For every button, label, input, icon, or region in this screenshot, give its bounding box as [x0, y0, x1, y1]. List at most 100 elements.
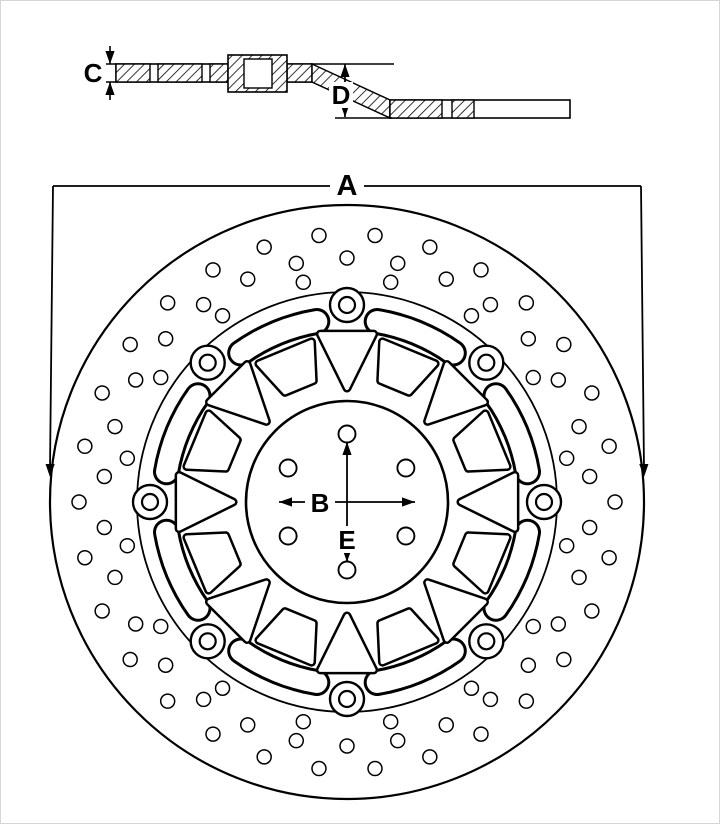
vent-hole: [389, 255, 406, 272]
carrier-slot-inner: [366, 640, 464, 693]
arrowhead: [402, 497, 415, 507]
vent-hole: [122, 336, 138, 353]
carrier-window-trapezoid-inner: [454, 533, 510, 593]
vent-hole: [214, 308, 231, 324]
vent-hole: [558, 537, 575, 554]
vent-hole: [96, 519, 113, 536]
vent-hole: [571, 569, 587, 586]
floating-bobbin-inner: [337, 295, 357, 315]
vent-hole: [240, 271, 256, 287]
vent-hole: [153, 369, 169, 386]
vent-hole: [107, 569, 123, 586]
vent-hole: [94, 385, 110, 401]
vent-hole: [581, 468, 598, 485]
vent-hole: [367, 760, 383, 777]
vent-hole: [288, 732, 305, 749]
vent-hole: [153, 618, 169, 635]
carrier-window-trapezoid-inner: [378, 609, 438, 665]
arrowhead: [105, 51, 115, 64]
vent-hole: [339, 250, 355, 266]
vent-hole: [422, 749, 438, 765]
vent-hole: [71, 494, 87, 510]
vent-hole: [463, 308, 480, 324]
floating-bobbin-inner: [477, 353, 496, 372]
vent-hole: [382, 713, 399, 730]
vent-hole: [607, 494, 623, 510]
arrowhead: [105, 82, 115, 95]
vent-hole: [195, 691, 212, 708]
vent-hole: [311, 760, 327, 777]
vent-hole: [389, 732, 406, 749]
vent-hole: [339, 738, 355, 754]
carrier-window-trapezoid-inner: [256, 609, 316, 665]
carrier-slot-inner: [156, 385, 209, 483]
vent-hole: [367, 227, 383, 244]
mounting-hole: [337, 424, 357, 444]
carrier-window-trapezoid-inner: [184, 533, 240, 593]
vent-hole: [571, 418, 587, 435]
vent-hole: [558, 450, 575, 467]
carrier-slot-inner: [366, 311, 464, 364]
carrier-window-triangle-inner: [207, 362, 269, 424]
vent-hole: [77, 438, 93, 455]
vent-hole: [119, 537, 136, 554]
vent-hole: [556, 336, 572, 353]
xs-hatch-block: [115, 63, 151, 83]
carrier-window-triangle-inner: [318, 614, 376, 672]
label-a-text: A: [337, 170, 358, 202]
vent-hole: [295, 274, 312, 291]
carrier-window-triangle-inner: [425, 580, 487, 642]
carrier-slot-inner: [485, 521, 538, 619]
vent-hole: [584, 603, 600, 619]
dimension-label-d: D: [329, 80, 353, 110]
carrier-window-triangle-inner: [459, 473, 517, 531]
carrier-window-trapezoid-inner: [454, 411, 510, 471]
vent-hole: [159, 693, 176, 709]
vent-hole: [96, 468, 113, 485]
xs-hatch-block: [451, 99, 475, 119]
vent-hole: [195, 296, 212, 313]
carrier-slot-inner: [230, 640, 328, 693]
vent-hole: [518, 295, 535, 311]
label-b-text: B: [311, 488, 330, 518]
vent-hole: [94, 603, 110, 619]
carrier-window-trapezoid-inner: [184, 411, 240, 471]
vent-hole: [438, 271, 454, 287]
dimension-label-b: B: [305, 488, 335, 518]
vent-hole: [107, 418, 123, 435]
carrier-window-triangle-inner: [207, 580, 269, 642]
vent-hole: [482, 296, 499, 313]
carrier-window-triangle-inner: [177, 473, 235, 531]
floating-bobbin-inner: [198, 353, 217, 372]
vent-hole: [520, 330, 537, 347]
vent-hole: [518, 693, 535, 709]
cross-section-view: [115, 54, 571, 120]
vent-hole: [556, 651, 572, 668]
vent-hole: [311, 227, 327, 244]
label-e-bg: [333, 526, 361, 553]
mounting-hole: [396, 458, 416, 478]
vent-hole: [584, 385, 600, 401]
vent-hole: [205, 262, 221, 278]
vent-hole: [601, 438, 617, 455]
vent-hole: [119, 450, 136, 467]
vent-hole: [256, 749, 272, 765]
carrier-window-trapezoid-inner: [256, 339, 316, 395]
dimension-labels: A B C D E: [80, 58, 364, 555]
vent-hole: [382, 274, 399, 291]
dim-a-extension: [640, 185, 645, 470]
vent-hole: [295, 713, 312, 730]
dimension-label-a: A: [330, 169, 364, 202]
vent-hole: [157, 657, 174, 674]
label-c-text: C: [84, 58, 103, 88]
dimension-label-c: C: [80, 58, 106, 88]
vent-hole: [240, 717, 256, 733]
vent-hole: [473, 262, 489, 278]
xs-hatch-block: [209, 63, 229, 83]
carrier-slot-inner: [230, 311, 328, 364]
mounting-hole: [278, 526, 298, 546]
vent-hole: [482, 691, 499, 708]
label-d-bg: [329, 82, 353, 108]
floating-bobbin-inner: [534, 492, 554, 512]
